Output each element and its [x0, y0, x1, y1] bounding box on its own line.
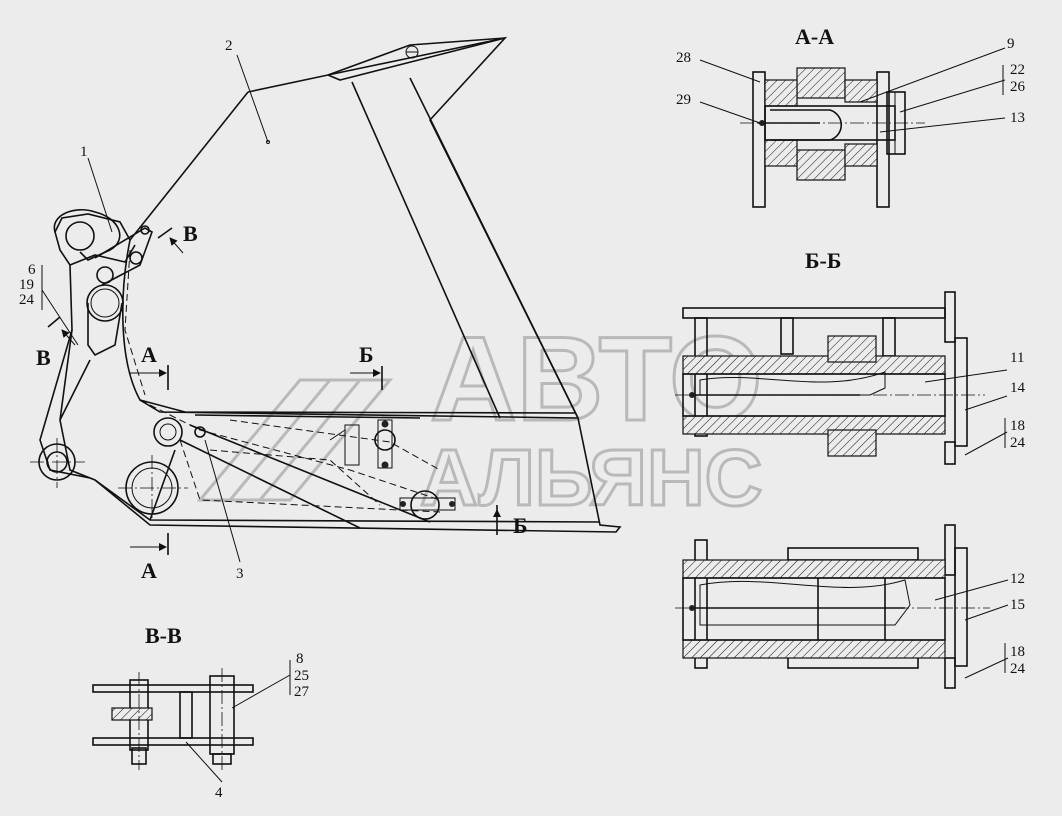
callout-18-lower: 18 [1010, 644, 1025, 660]
callout-22: 22 [1010, 62, 1025, 78]
cut-label-b-top: Б [359, 342, 374, 367]
callout-24-lower: 24 [1010, 661, 1026, 677]
cut-label-v-top: В [183, 221, 198, 246]
callout-9: 9 [1007, 36, 1015, 52]
callout-3: 3 [236, 566, 244, 582]
section-title-vv: В-В [145, 623, 182, 648]
callout-6: 6 [28, 262, 36, 278]
main-leaders [41, 54, 269, 563]
section-title-bb: Б-Б [805, 248, 841, 273]
callout-2: 2 [225, 38, 233, 54]
callout-labels: 2 1 6 19 24 3 4 8 25 27 28 29 9 22 26 13… [19, 36, 1026, 801]
callout-18-upper: 18 [1010, 418, 1025, 434]
section-title-aa: А-А [795, 24, 834, 49]
callout-15: 15 [1010, 597, 1025, 613]
cut-mark-labels: А А Б Б В В [36, 221, 528, 583]
callout-24-upper: 24 [1010, 435, 1026, 451]
callout-25: 25 [294, 668, 309, 684]
callout-4: 4 [215, 785, 223, 801]
section-vv-view [92, 660, 291, 783]
callout-12: 12 [1010, 571, 1025, 587]
callout-19: 19 [19, 277, 34, 293]
cut-label-v-bottom: В [36, 345, 51, 370]
callout-29: 29 [676, 92, 691, 108]
bucket-back-edge [129, 91, 249, 241]
callout-14: 14 [1010, 380, 1026, 396]
watermark-logo [196, 378, 394, 502]
section-cut-marks [47, 227, 501, 555]
bucket-main-view [30, 36, 622, 533]
callout-27: 27 [294, 684, 310, 700]
section-bb-lower-view [675, 524, 1009, 689]
cut-label-a-top: А [141, 342, 157, 367]
section-titles: А-А Б-Б В-В [145, 24, 841, 648]
watermark-line2: АЛЬЯНС [420, 433, 762, 522]
callout-1: 1 [80, 144, 88, 160]
callout-8: 8 [296, 651, 304, 667]
cut-label-b-bottom: Б [513, 513, 528, 538]
section-aa-view [699, 47, 1006, 208]
callout-28: 28 [676, 50, 691, 66]
callout-13: 13 [1010, 110, 1025, 126]
section-bb-upper-view [675, 291, 1008, 465]
callout-11: 11 [1010, 350, 1024, 366]
callout-26: 26 [1010, 79, 1026, 95]
pivot-tube [86, 284, 124, 322]
cut-label-a-bottom: А [141, 558, 157, 583]
callout-24-main: 24 [19, 292, 35, 308]
